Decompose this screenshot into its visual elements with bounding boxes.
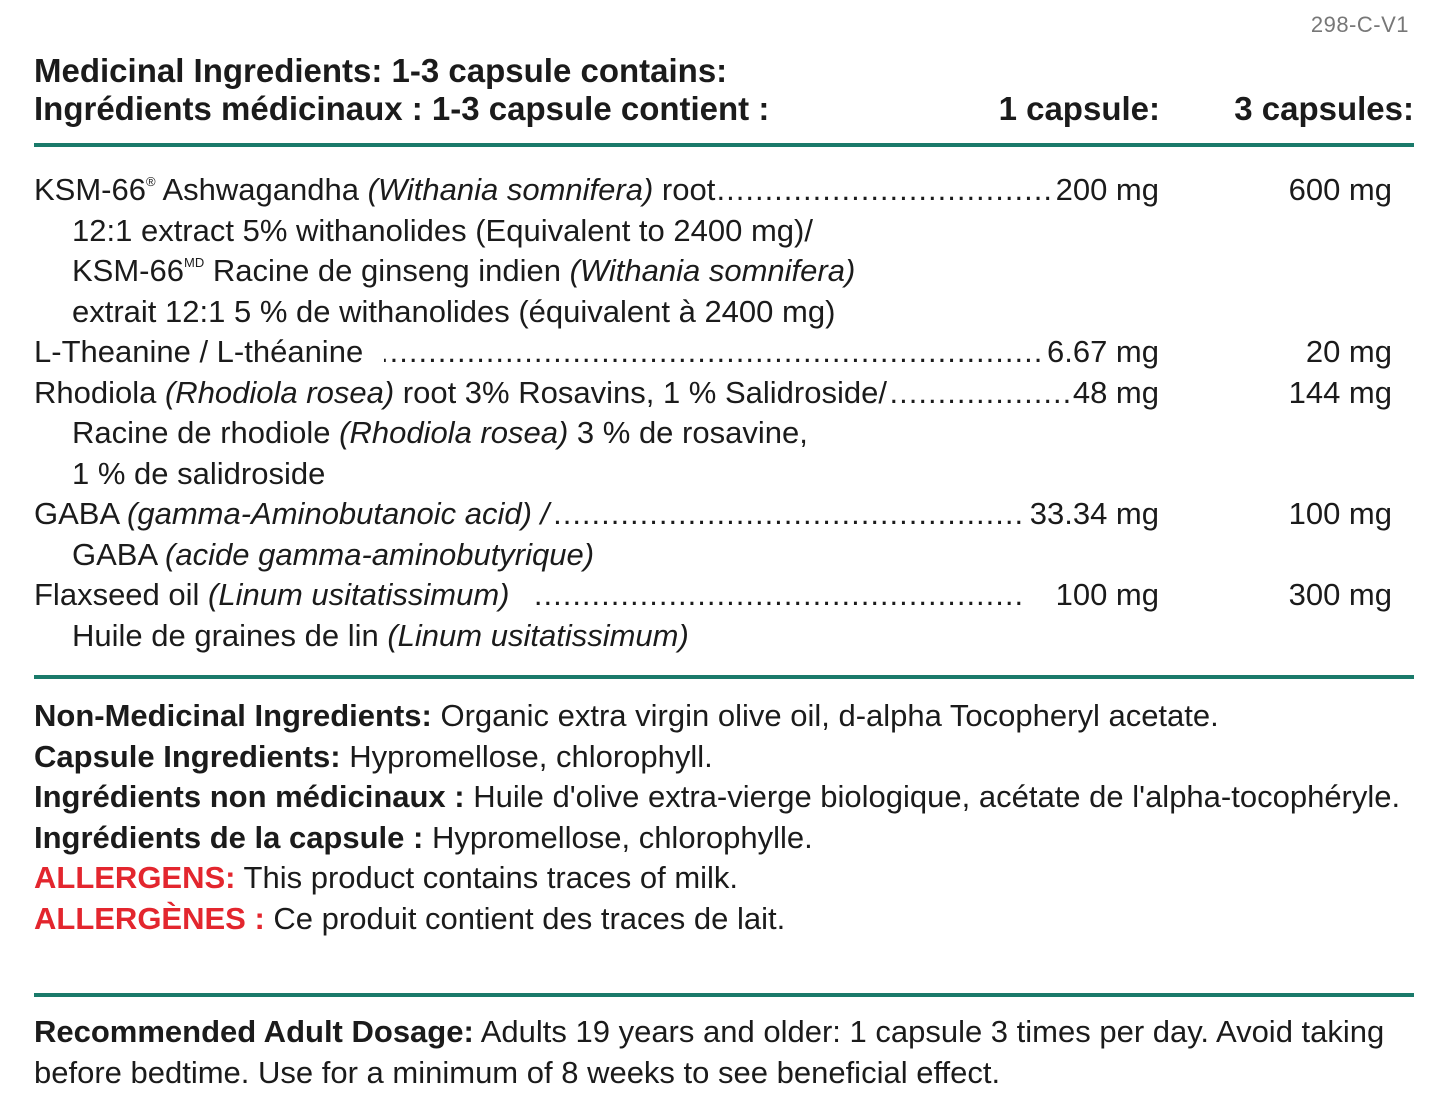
divider-middle <box>34 675 1414 679</box>
ingredient-detail: Huile de graines de lin (Linum usitatiss… <box>72 617 689 653</box>
non-medicinal-en: Non-Medicinal Ingredients: Organic extra… <box>34 698 1219 733</box>
medicinal-ingredients-list: KSM-66® Ashwagandha (Withania somnifera)… <box>34 170 1414 656</box>
non-medicinal-fr: Ingrédients non médicinaux : Huile d'oli… <box>34 779 1401 814</box>
capsule-ingredients-fr: Ingrédients de la capsule : Hypromellose… <box>34 819 813 855</box>
ingredient-name: Rhodiola (Rhodiola rosea) root 3% Rosavi… <box>34 372 891 413</box>
dose-3-capsules: 600 mg <box>1288 172 1392 207</box>
ingredient-detail: GABA (acide gamma-aminobutyrique) <box>72 536 595 572</box>
dosage-section: Recommended Adult Dosage: Adults 19 year… <box>34 1012 1414 1093</box>
ingredient-row-rhodiola: Rhodiola (Rhodiola rosea) root 3% Rosavi… <box>34 372 1414 413</box>
ingredient-detail: extrait 12:1 5 % de withanolides (équiva… <box>72 293 836 329</box>
ingredient-row-flaxseed: Flaxseed oil (Linum usitatissimum) 100 m… <box>34 575 1414 616</box>
dose-3-capsules: 20 mg <box>1305 334 1392 369</box>
dose-3-capsules: 300 mg <box>1288 577 1392 612</box>
header-french: Ingrédients médicinaux : 1-3 capsule con… <box>34 90 770 127</box>
dosage-text: Recommended Adult Dosage: Adults 19 year… <box>34 1014 1385 1090</box>
ingredient-name: GABA (gamma-Aminobutanoic acid) / <box>34 494 554 535</box>
header-english: Medicinal Ingredients: 1-3 capsule conta… <box>34 52 728 89</box>
ingredient-detail: 1 % de salidroside <box>72 455 326 491</box>
allergens-fr: ALLERGÈNES : Ce produit contient des tra… <box>34 900 786 936</box>
label-code: 298-C-V1 <box>1310 12 1409 37</box>
column-3-capsules: 3 capsules: <box>1234 90 1414 127</box>
divider-top <box>34 143 1414 147</box>
ingredient-name: L-Theanine / L-théanine <box>34 332 385 373</box>
dose-1-capsule: 200 mg <box>1051 170 1159 211</box>
ingredient-row-theanine: L-Theanine / L-théanine 6.67 mg 20 mg <box>34 332 1414 373</box>
ingredient-detail: Racine de rhodiole (Rhodiola rosea) 3 % … <box>72 415 808 450</box>
dose-3-capsules: 100 mg <box>1288 496 1392 531</box>
ingredient-row-ashwagandha: KSM-66® Ashwagandha (Withania somnifera)… <box>34 170 1414 211</box>
ingredient-detail: 12:1 extract 5% withanolides (Equivalent… <box>72 212 813 248</box>
dose-3-capsules: 144 mg <box>1288 374 1392 410</box>
medicinal-header: Medicinal Ingredients: 1-3 capsule conta… <box>34 52 1414 128</box>
column-1-capsule: 1 capsule: <box>998 90 1160 127</box>
dose-1-capsule: 100 mg <box>1025 575 1159 616</box>
ingredient-detail: KSM-66MD Racine de ginseng indien (Witha… <box>72 253 856 288</box>
dose-1-capsule: 48 mg <box>1068 372 1159 413</box>
capsule-ingredients-en: Capsule Ingredients: Hypromellose, chlor… <box>34 738 713 774</box>
non-medicinal-section: Non-Medicinal Ingredients: Organic extra… <box>34 696 1414 939</box>
header-french-row: Ingrédients médicinaux : 1-3 capsule con… <box>34 90 1414 128</box>
divider-bottom <box>34 993 1414 997</box>
ingredient-row-gaba: GABA (gamma-Aminobutanoic acid) / 33.34 … <box>34 494 1414 535</box>
allergens-en: ALLERGENS: This product contains traces … <box>34 860 739 895</box>
dose-1-capsule: 6.67 mg <box>1042 332 1159 373</box>
ingredient-name: Flaxseed oil (Linum usitatissimum) <box>34 575 531 616</box>
dose-1-capsule: 33.34 mg <box>1025 494 1159 535</box>
ingredient-name: KSM-66® Ashwagandha (Withania somnifera)… <box>34 170 720 211</box>
